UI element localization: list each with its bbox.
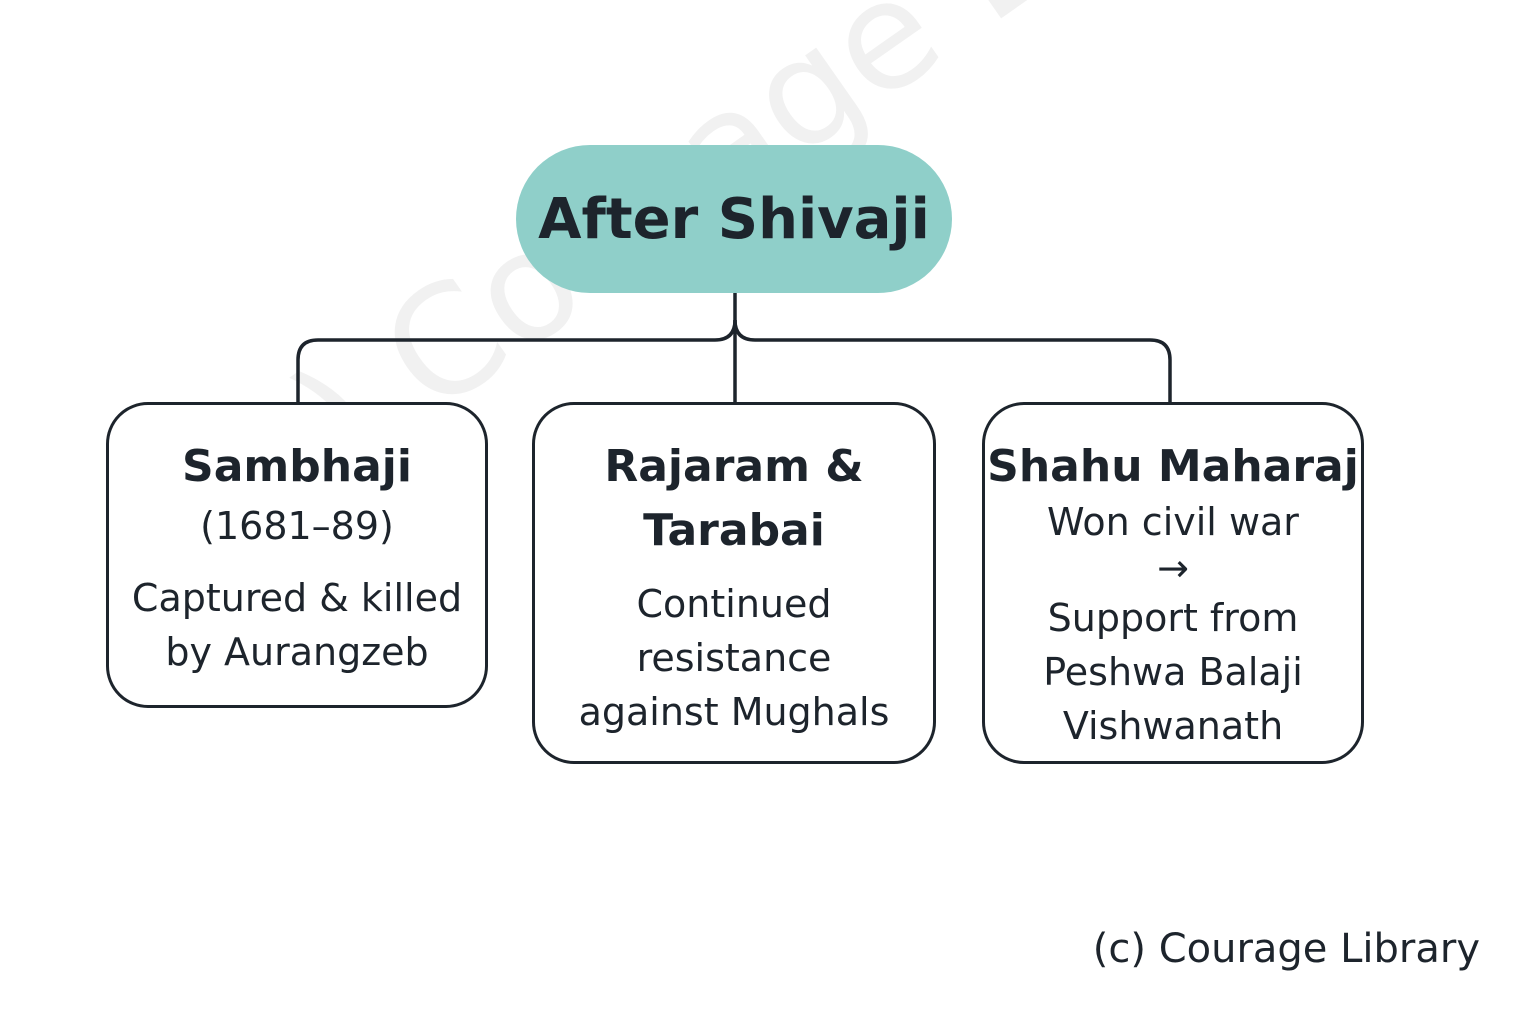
node-line: Captured & killed xyxy=(131,576,463,620)
connector-left xyxy=(296,319,737,402)
root-node: After Shivaji xyxy=(516,145,952,293)
node-title: Shahu Maharaj xyxy=(987,441,1359,492)
node-line: Won civil war xyxy=(1047,500,1299,544)
arrow-right-icon: → xyxy=(1157,546,1189,590)
connector-right xyxy=(733,319,1172,402)
node-shahu-maharaj: Shahu Maharaj Won civil war → Support fr… xyxy=(982,402,1364,764)
node-line: against Mughals xyxy=(578,690,890,734)
node-line: Peshwa Balaji xyxy=(1043,650,1303,694)
node-line: Support from xyxy=(1047,596,1299,640)
node-title-line2: Tarabai xyxy=(643,505,825,556)
node-rajaram-tarabai: Rajaram & Tarabai Continued resistance a… xyxy=(532,402,936,764)
node-title: Sambhaji xyxy=(182,441,412,492)
node-line: resistance xyxy=(636,636,832,680)
node-sambhaji: Sambhaji (1681–89) Captured & killed by … xyxy=(106,402,488,708)
node-line: (1681–89) xyxy=(200,504,394,548)
root-label: After Shivaji xyxy=(538,186,930,252)
node-title: Rajaram & xyxy=(604,441,864,492)
copyright-text: (c) Courage Library xyxy=(1092,926,1480,972)
node-line: Continued xyxy=(636,582,832,626)
node-line: Vishwanath xyxy=(1062,704,1284,748)
node-line: by Aurangzeb xyxy=(165,630,429,674)
